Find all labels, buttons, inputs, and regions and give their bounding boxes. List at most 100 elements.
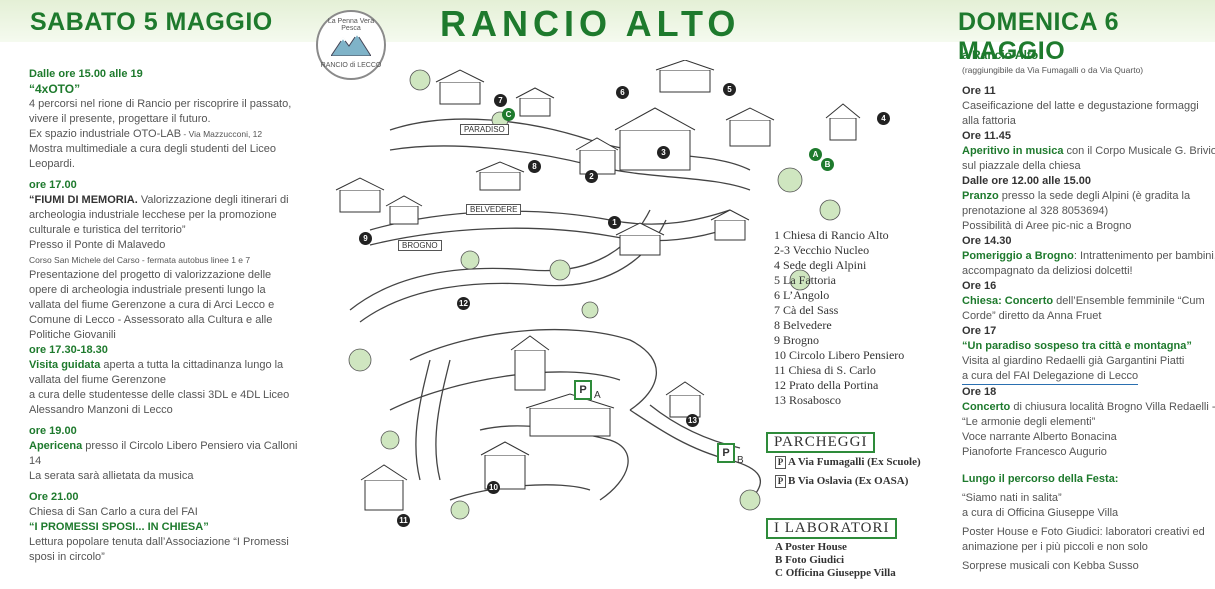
map-marker-4: 4 [877,112,890,125]
event-desc: aperta a tutta la cittadinanza lungo la … [29,359,284,386]
parking-marker-label-a: A [594,390,601,401]
event-desc: Voce narrante Alberto Bonacina [962,431,1117,443]
event-desc: Caseificazione del latte e degustazione … [962,100,1199,127]
event-place: Ex spazio industriale OTO-LAB [29,128,182,140]
event-desc: Visita al giardino Redaelli già Garganti… [962,355,1185,367]
sunday-place: a Rancio Alto [962,48,1039,62]
saturday-heading: SABATO 5 MAGGIO [30,8,273,36]
legend-item: 2-3 Vecchio Nucleo [774,243,870,257]
page-title: RANCIO ALTO [440,3,741,44]
event-desc: Pianoforte Francesco Augurio [962,446,1107,458]
labs-title: I LABORATORI [766,518,898,539]
event-title: Aperitivo in musica [962,145,1064,157]
parking-marker-label-b: B [737,455,744,466]
labs-list: A Poster House B Foto Giudici C Officina… [775,541,896,580]
parking-a: A Via Fumagalli (Ex Scuole) [788,456,921,468]
map-marker-1: 1 [608,216,621,229]
logo-text-top: La Penna Vera Pesca [327,18,375,32]
event-title: Apericena [29,440,83,452]
logo-seal: La Penna Vera Pesca RANCIO di LECCO [316,10,386,80]
event-title: Pomeriggio a Brogno [962,250,1074,262]
event-desc: a cura delle studentesse delle classi 3D… [29,389,290,416]
mountain-icon [331,32,371,56]
route-item: Sorprese musicali con Kebba Susso [962,560,1139,572]
event-desc: Mostra multimediale a cura degli student… [29,143,277,170]
event-time: Dalle ore 12.00 alle 15.00 [962,175,1092,187]
event-title: “4xOTO” [29,82,81,96]
event-time: Ore 11 [962,85,996,97]
event-place: Presso il Ponte di Malavedo [29,239,166,251]
legend-item: 5 La Fattoria [774,273,836,287]
event-time: Ore 18 [962,386,997,398]
parking-icon: P [717,443,735,463]
map-marker-2: 2 [585,170,598,183]
legend-item: 12 Prato della Portina [774,378,879,392]
route-item: “Siamo nati in salita” [962,492,1062,504]
event-desc: a cura del FAI Delegazione di Lecco [962,369,1139,385]
map-label-brogno: BROGNO [398,240,442,251]
map-marker-3: 3 [657,146,670,159]
lab-b: B Foto Giudici [775,554,845,566]
lab-a: A Poster House [775,541,847,553]
legend-item: 6 L’Angolo [774,288,830,302]
event-desc: Possibilità di Aree pic-nic a Brogno [962,220,1132,232]
map-marker-10: 10 [487,481,500,494]
event-desc: di chiusura località Brogno Villa Redael… [962,401,1215,428]
legend-item: 11 Chiesa di S. Carlo [774,363,876,377]
event-time: ore 17.30-18.30 [29,344,108,356]
event-title: Concerto [962,401,1011,413]
legend-item: 9 Brogno [774,333,819,347]
event-desc: dell’Ensemble femminile “Cum Corde” dire… [962,295,1205,322]
map-marker-lab-c: C [502,108,515,121]
village-map [335,60,861,520]
legend-item: 7 Cà del Sass [774,303,839,317]
legend-item: 13 Rosabosco [774,393,841,407]
event-time: Ore 21.00 [29,491,79,503]
parking-icon: P [775,456,786,469]
event-title: “I PROMESSI SPOSI... IN CHIESA” [29,521,209,533]
parking-icon: P [775,475,786,488]
event-title: “Un paradiso sospeso tra città e montagn… [962,340,1192,352]
parking-b: B Via Oslavia (Ex OASA) [788,475,909,487]
legend-item: 8 Belvedere [774,318,832,332]
map-marker-7: 7 [494,94,507,107]
event-desc: La serata sarà allietata da musica [29,470,194,482]
event-time: ore 17.00 [29,179,77,191]
map-marker-lab-a: A [809,148,822,161]
event-desc: con il Corpo Musicale G. Brivio sul piaz… [962,145,1215,172]
event-title: Pranzo [962,190,999,202]
map-label-belvedere: BELVEDERE [466,204,522,215]
map-marker-6: 6 [616,86,629,99]
event-desc: Lettura popolare tenuta dall’Associazion… [29,536,289,563]
parking-title: PARCHEGGI [766,432,876,453]
logo-text-bottom: RANCIO di LECCO [320,62,382,69]
event-time: Ore 14.30 [962,235,1012,247]
event-title: “FIUMI DI MEMORIA. [29,194,138,206]
header-band [0,0,1215,42]
event-desc: Valorizzazione degli itinerari di archeo… [29,194,289,236]
event-desc: : Intrattenimento per bambini, accompagn… [962,250,1215,277]
event-address: - Via Mazzucconi, 12 [181,129,263,139]
event-time: Ore 11.45 [962,130,1011,142]
map-marker-12: 12 [457,297,470,310]
event-title: Visita guidata [29,359,101,371]
route-title: Lungo il percorso della Festa: [962,473,1119,485]
event-desc: Presentazione del progetto di valorizzaz… [29,269,275,341]
map-label-paradiso: PARADISO [460,124,509,135]
route-item: Poster House e Foto Giudici: laboratori … [962,526,1205,553]
event-desc: presso il Circolo Libero Pensiero via Ca… [29,440,298,467]
event-time: Ore 16 [962,280,997,292]
map-marker-9: 9 [359,232,372,245]
map-marker-13: 13 [686,414,699,427]
event-time: Ore 17 [962,325,997,337]
map-legend: 1 Chiesa di Rancio Alto 2-3 Vecchio Nucl… [774,228,904,408]
event-title: Chiesa: Concerto [962,295,1054,307]
map-marker-5: 5 [723,83,736,96]
map-marker-11: 11 [397,514,410,527]
sunday-program: a Rancio Alto (raggiungibile da Via Fuma… [962,48,1215,574]
sunday-heading: DOMENICA 6 MAGGIO [958,8,1120,65]
event-address: Corso San Michele del Carso - fermata au… [29,255,251,265]
event-desc: Chiesa di San Carlo a cura del FAI [29,506,198,518]
map-marker-lab-b: B [821,158,834,171]
